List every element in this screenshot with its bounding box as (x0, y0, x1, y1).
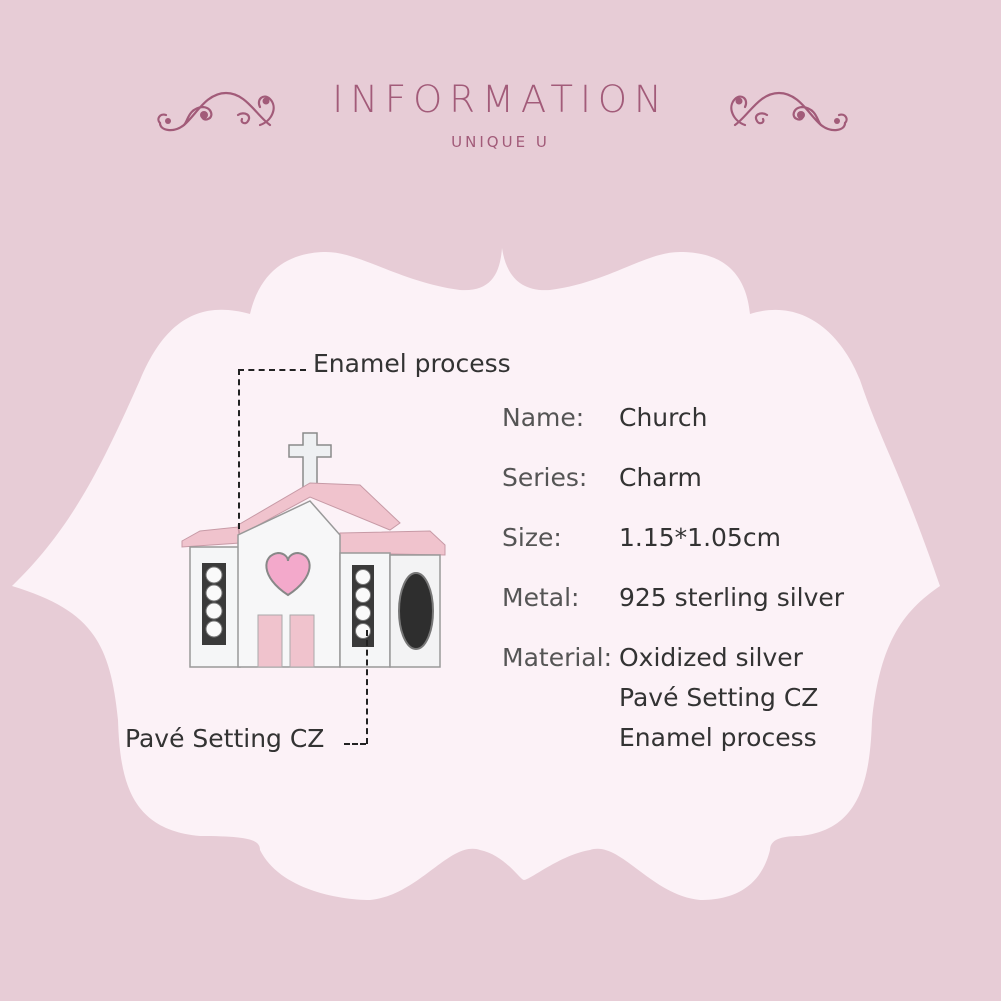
callout-line-enamel (238, 369, 306, 371)
spec-row-size: Size: 1.15*1.05cm (502, 518, 844, 558)
header: INFORMATION UNIQUE U (0, 0, 1001, 200)
flourish-ornament-left-icon (157, 91, 275, 132)
spec-row-metal: Metal: 925 sterling silver (502, 578, 844, 618)
spec-label: Size: (502, 523, 562, 552)
spec-row-series: Series: Charm (502, 458, 844, 498)
spec-row-material: Material: Oxidized silver Pavé Setting C… (502, 638, 844, 758)
spec-value: Charm (619, 463, 702, 492)
spec-label: Material: (502, 643, 612, 672)
spec-label: Series: (502, 463, 588, 492)
spec-label: Metal: (502, 583, 580, 612)
spec-value: Church (619, 403, 708, 432)
spec-value: 1.15*1.05cm (619, 523, 781, 552)
callout-enamel-process: Enamel process (313, 349, 511, 378)
spec-value: Pavé Setting CZ (619, 683, 819, 712)
callout-pave-setting-cz: Pavé Setting CZ (125, 724, 325, 753)
page-title: INFORMATION (332, 78, 669, 121)
callout-line-pave-vertical (366, 630, 368, 744)
spec-list: Name: Church Series: Charm Size: 1.15*1.… (502, 398, 844, 758)
spec-row-name: Name: Church (502, 398, 844, 438)
spec-value: Oxidized silver (619, 643, 803, 672)
cross-icon (288, 432, 332, 488)
callout-line-pave (344, 743, 366, 745)
spec-label: Name: (502, 403, 585, 432)
church-charm-image (181, 432, 446, 668)
brand-subtitle: UNIQUE U (451, 133, 550, 151)
spec-value: Enamel process (619, 723, 817, 752)
callout-line-enamel-vertical (238, 369, 240, 529)
heart-gem-icon (265, 551, 311, 597)
spec-value: 925 sterling silver (619, 583, 845, 612)
flourish-ornament-right-icon (730, 91, 848, 132)
